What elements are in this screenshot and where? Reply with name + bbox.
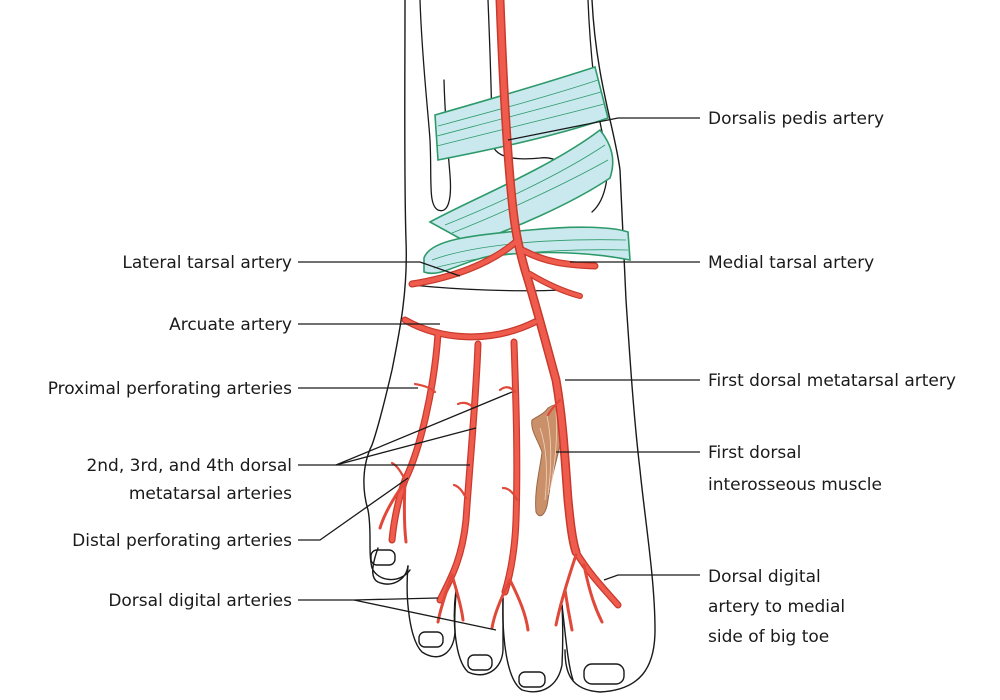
dorsal-digital-branch [510, 580, 528, 630]
label-proximal-perforating-arteries: Proximal perforating arteries [48, 379, 292, 399]
label-big-toe-line2: artery to medial [708, 597, 845, 617]
leader-dorsal-digital-branch [354, 600, 496, 630]
label-lateral-tarsal-artery: Lateral tarsal artery [122, 253, 292, 273]
dorsal-digital-branch [404, 482, 406, 542]
distal-perforating-artery [454, 485, 466, 498]
leader-dorsal-metatarsal-branch [336, 428, 476, 465]
label-first-dorsal-interosseous-line2: interosseous muscle [708, 475, 882, 495]
leader-dorsal-digital-branch [354, 598, 438, 600]
dorsal-digital-branch [565, 590, 572, 630]
label-arcuate-artery: Arcuate artery [169, 315, 292, 335]
label-dorsal-digital-arteries: Dorsal digital arteries [108, 591, 292, 611]
third-toe-nail [468, 655, 492, 670]
label-first-dorsal-interosseous-line1: First dorsal [708, 443, 801, 463]
label-big-toe-line1: Dorsal digital [708, 567, 821, 587]
fibula-outline [420, 0, 451, 211]
label-big-toe-line3: side of big toe [708, 627, 829, 647]
label-first-dorsal-metatarsal-artery: First dorsal metatarsal artery [708, 371, 956, 391]
label-medial-tarsal-artery: Medial tarsal artery [708, 253, 874, 273]
extensor-retinacula [424, 67, 630, 273]
second-toe-nail [519, 672, 545, 687]
dorsal-digital-branch [492, 580, 510, 628]
leader-dorsal-metatarsal-branch [336, 392, 512, 465]
tarsal-joint-line [412, 285, 560, 291]
label-distal-perforating-arteries: Distal perforating arteries [72, 531, 292, 551]
label-dorsalis-pedis-artery: Dorsalis pedis artery [708, 109, 884, 129]
big-toe-nail [584, 664, 624, 684]
label-dorsal-metatarsal-line2: metatarsal arteries [129, 484, 292, 504]
fourth-toe-nail [419, 632, 443, 647]
label-dorsal-metatarsal-line1: 2nd, 3rd, and 4th dorsal [86, 456, 292, 476]
